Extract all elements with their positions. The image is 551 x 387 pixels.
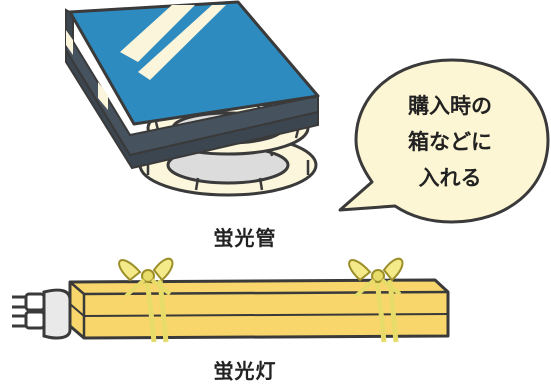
speech-bubble-line-1: 購入時の — [408, 94, 492, 118]
string-tie-left — [118, 257, 174, 343]
fluorescent-lamp-bundle-label: 蛍光灯 — [213, 359, 277, 383]
straight-fluorescent-tubes-icon — [12, 257, 450, 343]
fluorescent-tube-box-label: 蛍光管 — [213, 226, 277, 250]
string-tie-right — [348, 257, 404, 343]
speech-bubble-line-3: 入れる — [418, 166, 482, 190]
ring-fluorescent-tube-box — [65, 0, 320, 197]
speech-bubble-text: 購入時の 箱などに 入れる — [370, 88, 530, 196]
tube-plug-icon — [12, 288, 72, 340]
speech-bubble-line-2: 箱などに — [408, 130, 492, 154]
speech-bubble — [338, 58, 550, 224]
